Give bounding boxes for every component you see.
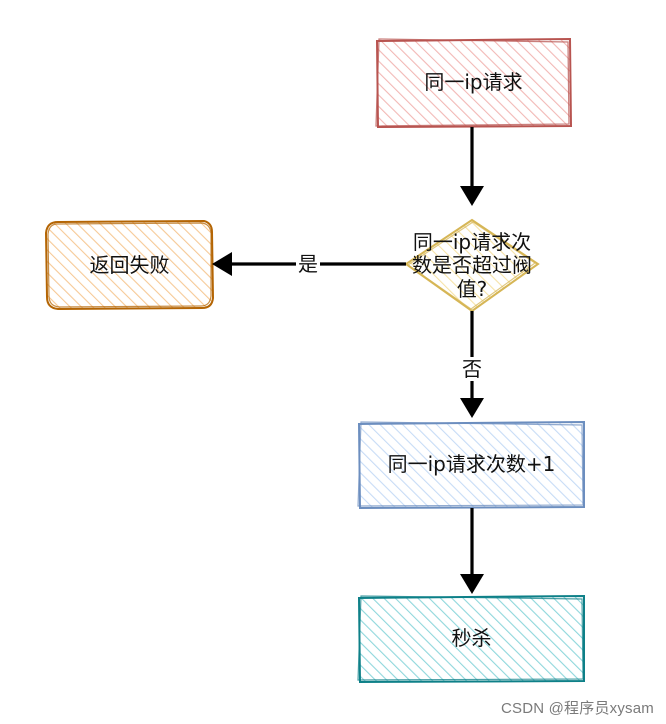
node-request-outline-sketch (375, 38, 570, 127)
node-fail-outline (44, 219, 215, 311)
csdn-watermark: CSDN @程序员xysam (500, 700, 654, 717)
edge-request-to-decision (460, 127, 484, 206)
edge-increment-to-seckill (460, 508, 484, 594)
edge-decision-to-increment (460, 311, 484, 418)
node-fail-label: 返回失败 (89, 252, 170, 277)
node-decision-label: 同一ip请求次 数是否超过阀 值? (392, 222, 552, 310)
edge-request-to-decision-arrowhead (460, 186, 484, 206)
node-seckill-outline-sketch (357, 595, 584, 681)
node-fail-outline-sketch (47, 222, 212, 308)
node-seckill-fill (359, 597, 584, 681)
node-seckill-outline (357, 594, 585, 684)
node-increment-outline-sketch (357, 421, 584, 507)
node-fail-fill (47, 222, 212, 309)
node-request-fill (377, 40, 570, 126)
node-seckill-box[interactable] (357, 594, 585, 684)
node-increment-fill (359, 423, 584, 507)
edge-no-label: 否 (460, 357, 484, 381)
node-increment-label: 同一ip请求次数+1 (387, 452, 556, 477)
node-request-box[interactable] (375, 37, 573, 129)
node-decision-outline-sketch (406, 221, 537, 310)
node-request-outline (375, 37, 573, 129)
node-decision-label-line-2: 数是否超过阀 (412, 253, 532, 278)
node-fail-box[interactable] (44, 219, 215, 311)
node-request-label: 同一ip请求 (424, 70, 523, 95)
edge-decision-to-fail-arrowhead (212, 252, 232, 276)
node-decision-label-line-1: 同一ip请求次 (412, 229, 532, 254)
node-increment-outline (357, 420, 585, 510)
node-seckill-label: 秒杀 (451, 626, 492, 651)
node-decision-label-line-3: 值? (456, 276, 488, 301)
edge-decision-to-increment-arrowhead (460, 398, 484, 418)
edge-increment-to-seckill-arrowhead (460, 574, 484, 594)
edge-yes-label: 是 (296, 252, 320, 276)
node-increment-box[interactable] (357, 420, 585, 510)
